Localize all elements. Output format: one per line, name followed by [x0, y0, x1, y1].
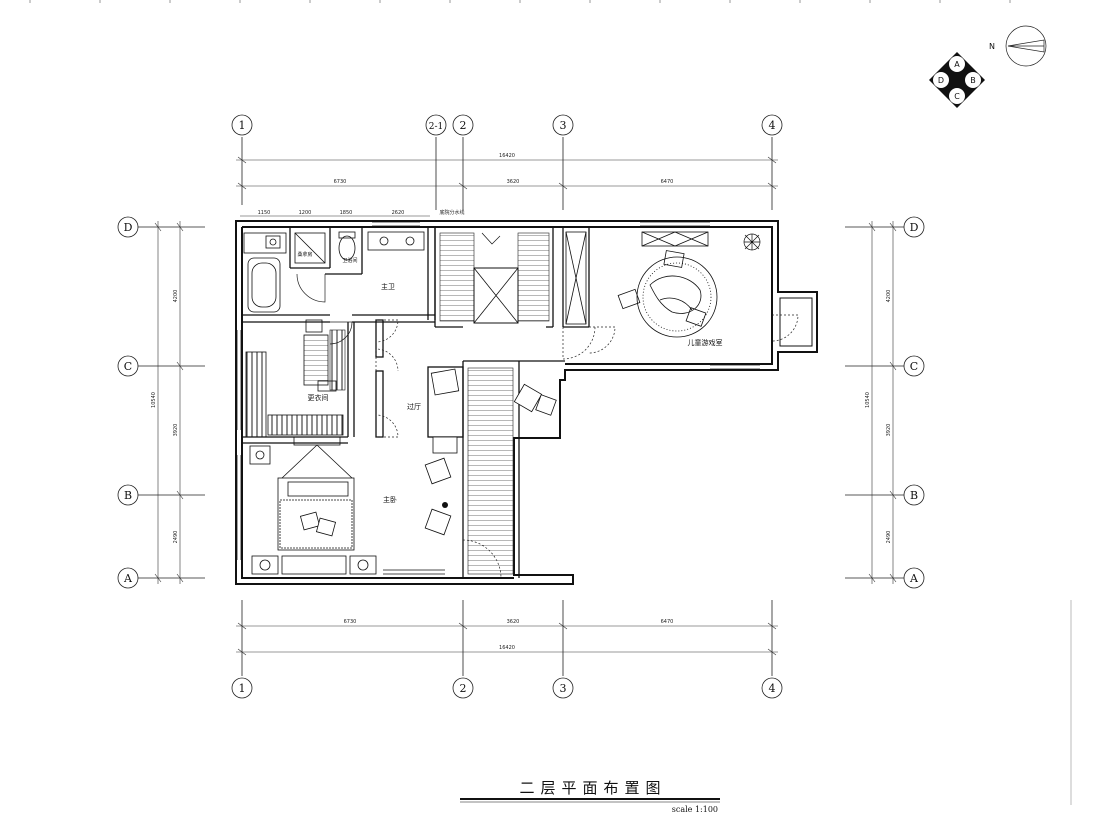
axis-label-1-bottom: 1	[239, 682, 246, 695]
closet-shelves	[303, 334, 329, 386]
axis-label-4-bottom: 4	[769, 682, 776, 695]
dim-right-total: 10540	[865, 392, 871, 408]
dim-right-seg3: 2490	[886, 531, 892, 544]
axis-label-4-top: 4	[769, 119, 776, 132]
dim-inner-4: 2620	[392, 210, 405, 216]
orientation-key-a: A	[954, 60, 960, 69]
dim-left-total: 10540	[151, 392, 157, 408]
room-label-kids-playroom: 儿童游戏室	[688, 338, 723, 347]
floor-lamp-icon	[442, 502, 448, 508]
closet-rack-right	[329, 329, 346, 391]
axis-label-3-bottom: 3	[560, 682, 567, 695]
dim-left-seg2: 3920	[173, 424, 179, 437]
orientation-key-d: D	[938, 76, 944, 85]
dim-bottom-total: 16420	[499, 645, 515, 651]
dim-top-total: 16420	[499, 153, 515, 159]
orientation-key-c: C	[954, 92, 960, 101]
axis-label-1-top: 1	[239, 119, 246, 132]
edge-tick-marks	[29, 0, 1011, 3]
dim-bottom-seg2: 3620	[507, 619, 520, 625]
orientation-key-b: B	[970, 76, 976, 85]
dim-inner-note: 底院分水线	[439, 209, 464, 216]
dim-top-seg2: 3620	[507, 179, 520, 185]
room-label-closet: 更衣间	[308, 393, 329, 402]
dim-top-seg3: 6470	[661, 179, 674, 185]
axis-label-b-left: B	[124, 489, 132, 502]
room-label-steam-room: 桑拿房	[297, 251, 312, 258]
grid-column-axes	[231, 114, 783, 699]
closet-rack-left	[245, 351, 267, 438]
axis-label-2-top: 2	[460, 119, 467, 132]
bedroom-furniture	[249, 436, 377, 575]
exterior-walls	[235, 220, 818, 585]
grid-row-axes	[117, 216, 925, 589]
axis-label-d-left: D	[124, 221, 133, 234]
axis-label-d-right: D	[910, 221, 919, 234]
orientation-key	[929, 52, 985, 108]
axis-label-b-right: B	[910, 489, 918, 502]
dim-right-seg2: 3920	[886, 424, 892, 437]
stair-flight-left	[439, 232, 475, 322]
closet-ottoman	[317, 380, 337, 392]
dim-inner-2: 1200	[299, 210, 312, 216]
closet-rack-bottom	[267, 414, 344, 436]
playroom-furniture	[565, 231, 718, 338]
dim-bottom-seg3: 6470	[661, 619, 674, 625]
drawing-scale: scale 1:100	[672, 805, 718, 814]
drawing-title: 二层平面布置图	[519, 779, 666, 797]
room-label-master-bedroom: 主卧	[383, 495, 397, 504]
dim-inner-1: 1150	[258, 210, 271, 216]
axis-label-3-top: 3	[560, 119, 567, 132]
bath-fixtures	[243, 231, 425, 333]
north-label: N	[989, 42, 995, 51]
axis-label-c-right: C	[910, 360, 918, 373]
dim-bottom-seg1: 6730	[344, 619, 357, 625]
room-label-master-bath: 主卫	[381, 282, 395, 291]
dim-top-seg1: 6730	[334, 179, 347, 185]
axis-label-2-1-top: 2-1	[429, 122, 444, 132]
dim-left-seg3: 2490	[173, 531, 179, 544]
dim-left-seg1: 4200	[173, 290, 179, 303]
axis-label-2-bottom: 2	[460, 682, 467, 695]
main-staircase	[467, 367, 514, 575]
axis-label-a-left: A	[123, 572, 133, 585]
room-label-hall: 过厅	[407, 402, 421, 411]
axis-label-a-right: A	[909, 572, 919, 585]
north-arrow-icon	[1005, 25, 1047, 67]
dimension-lines	[154, 156, 897, 656]
windows	[236, 221, 760, 575]
dim-inner-3: 1850	[340, 210, 353, 216]
dim-right-seg1: 4200	[886, 290, 892, 303]
room-label-wc: 卫浴间	[342, 257, 357, 264]
axis-label-c-left: C	[124, 360, 132, 373]
plant-decor-icon	[743, 233, 761, 251]
stair-flight-right	[517, 232, 550, 322]
